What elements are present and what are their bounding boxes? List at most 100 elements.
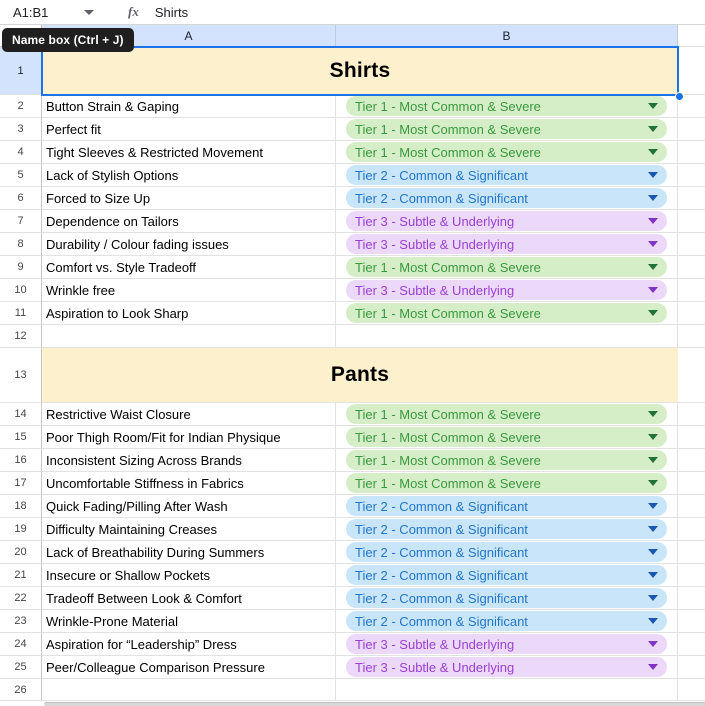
cell-label[interactable]: Inconsistent Sizing Across Brands xyxy=(42,449,336,472)
cell-label[interactable]: Uncomfortable Stiffness in Fabrics xyxy=(42,472,336,495)
cell-tier[interactable]: Tier 2 - Common & Significant xyxy=(336,564,678,587)
cell-tier[interactable]: Tier 1 - Most Common & Severe xyxy=(336,256,678,279)
cell-label[interactable]: Insecure or Shallow Pockets xyxy=(42,564,336,587)
chevron-down-icon[interactable] xyxy=(648,126,658,132)
tier-dropdown-chip[interactable]: Tier 1 - Most Common & Severe xyxy=(346,450,667,470)
tier-dropdown-chip[interactable]: Tier 2 - Common & Significant xyxy=(346,519,667,539)
tier-dropdown-chip[interactable]: Tier 1 - Most Common & Severe xyxy=(346,404,667,424)
tier-dropdown-chip[interactable]: Tier 1 - Most Common & Severe xyxy=(346,303,667,323)
cell-label[interactable]: Difficulty Maintaining Creases xyxy=(42,518,336,541)
tier-dropdown-chip[interactable]: Tier 2 - Common & Significant xyxy=(346,588,667,608)
tier-dropdown-chip[interactable]: Tier 1 - Most Common & Severe xyxy=(346,473,667,493)
cell-label[interactable]: Tight Sleeves & Restricted Movement xyxy=(42,141,336,164)
row-header[interactable]: 20 xyxy=(0,541,42,564)
chevron-down-icon[interactable] xyxy=(648,310,658,316)
row-header[interactable]: 19 xyxy=(0,518,42,541)
cell-tier[interactable]: Tier 2 - Common & Significant xyxy=(336,541,678,564)
cell-label[interactable]: Restrictive Waist Closure xyxy=(42,403,336,426)
row-header[interactable]: 23 xyxy=(0,610,42,633)
tier-dropdown-chip[interactable]: Tier 2 - Common & Significant xyxy=(346,496,667,516)
row-header[interactable]: 21 xyxy=(0,564,42,587)
cell-tier[interactable]: Tier 1 - Most Common & Severe xyxy=(336,403,678,426)
row-header[interactable]: 10 xyxy=(0,279,42,302)
chevron-down-icon[interactable] xyxy=(648,287,658,293)
cell-tier[interactable] xyxy=(336,679,678,701)
row-header[interactable]: 1 xyxy=(0,47,42,95)
row-header[interactable]: 2 xyxy=(0,95,42,118)
tier-dropdown-chip[interactable]: Tier 2 - Common & Significant xyxy=(346,611,667,631)
tier-dropdown-chip[interactable]: Tier 2 - Common & Significant xyxy=(346,165,667,185)
cell-tier[interactable]: Tier 1 - Most Common & Severe xyxy=(336,302,678,325)
row-header[interactable]: 15 xyxy=(0,426,42,449)
row-header[interactable]: 13 xyxy=(0,348,42,403)
cell-label[interactable]: Wrinkle free xyxy=(42,279,336,302)
cell-tier[interactable]: Tier 3 - Subtle & Underlying xyxy=(336,656,678,679)
chevron-down-icon[interactable] xyxy=(648,241,658,247)
chevron-down-icon[interactable] xyxy=(648,503,658,509)
chevron-down-icon[interactable] xyxy=(648,526,658,532)
cell-label[interactable]: Comfort vs. Style Tradeoff xyxy=(42,256,336,279)
chevron-down-icon[interactable] xyxy=(648,195,658,201)
row-header[interactable]: 14 xyxy=(0,403,42,426)
tier-dropdown-chip[interactable]: Tier 1 - Most Common & Severe xyxy=(346,427,667,447)
chevron-down-icon[interactable] xyxy=(648,664,658,670)
row-header[interactable]: 22 xyxy=(0,587,42,610)
fill-handle[interactable] xyxy=(675,92,684,101)
tier-dropdown-chip[interactable]: Tier 2 - Common & Significant xyxy=(346,542,667,562)
row-header[interactable]: 7 xyxy=(0,210,42,233)
cell-tier[interactable]: Tier 2 - Common & Significant xyxy=(336,610,678,633)
chevron-down-icon[interactable] xyxy=(648,172,658,178)
row-header[interactable]: 16 xyxy=(0,449,42,472)
cell-tier[interactable]: Tier 3 - Subtle & Underlying xyxy=(336,279,678,302)
cell-label[interactable]: Lack of Stylish Options xyxy=(42,164,336,187)
chevron-down-icon[interactable] xyxy=(648,411,658,417)
row-header[interactable]: 8 xyxy=(0,233,42,256)
cell-tier[interactable]: Tier 1 - Most Common & Severe xyxy=(336,118,678,141)
cell-tier[interactable]: Tier 1 - Most Common & Severe xyxy=(336,141,678,164)
chevron-down-icon[interactable] xyxy=(84,9,94,15)
section-title-cell[interactable]: Pants xyxy=(42,348,678,403)
formula-input[interactable]: Shirts xyxy=(154,4,189,20)
chevron-down-icon[interactable] xyxy=(648,103,658,109)
row-header[interactable]: 4 xyxy=(0,141,42,164)
column-header-b[interactable]: B xyxy=(336,25,678,47)
cell-tier[interactable]: Tier 1 - Most Common & Severe xyxy=(336,472,678,495)
cell-tier[interactable]: Tier 2 - Common & Significant xyxy=(336,187,678,210)
cell-tier[interactable]: Tier 3 - Subtle & Underlying xyxy=(336,633,678,656)
cell-label[interactable]: Tradeoff Between Look & Comfort xyxy=(42,587,336,610)
chevron-down-icon[interactable] xyxy=(648,149,658,155)
row-header[interactable]: 24 xyxy=(0,633,42,656)
row-header[interactable]: 11 xyxy=(0,302,42,325)
cell-tier[interactable]: Tier 3 - Subtle & Underlying xyxy=(336,233,678,256)
row-header[interactable]: 25 xyxy=(0,656,42,679)
cell-label[interactable] xyxy=(42,679,336,701)
cell-tier[interactable]: Tier 2 - Common & Significant xyxy=(336,587,678,610)
chevron-down-icon[interactable] xyxy=(648,264,658,270)
tier-dropdown-chip[interactable]: Tier 2 - Common & Significant xyxy=(346,188,667,208)
chevron-down-icon[interactable] xyxy=(648,457,658,463)
tier-dropdown-chip[interactable]: Tier 1 - Most Common & Severe xyxy=(346,257,667,277)
cell-label[interactable]: Wrinkle-Prone Material xyxy=(42,610,336,633)
cell-label[interactable]: Durability / Colour fading issues xyxy=(42,233,336,256)
section-title-cell[interactable]: Shirts xyxy=(42,47,678,95)
tier-dropdown-chip[interactable]: Tier 1 - Most Common & Severe xyxy=(346,142,667,162)
cell-label[interactable]: Perfect fit xyxy=(42,118,336,141)
horizontal-scrollbar[interactable] xyxy=(44,702,705,706)
cell-tier[interactable]: Tier 2 - Common & Significant xyxy=(336,164,678,187)
cell-tier[interactable]: Tier 1 - Most Common & Severe xyxy=(336,426,678,449)
chevron-down-icon[interactable] xyxy=(648,641,658,647)
row-header[interactable]: 17 xyxy=(0,472,42,495)
tier-dropdown-chip[interactable]: Tier 1 - Most Common & Severe xyxy=(346,119,667,139)
tier-dropdown-chip[interactable]: Tier 3 - Subtle & Underlying xyxy=(346,280,667,300)
cell-label[interactable]: Quick Fading/Pilling After Wash xyxy=(42,495,336,518)
cell-tier[interactable]: Tier 1 - Most Common & Severe xyxy=(336,95,678,118)
row-header[interactable]: 9 xyxy=(0,256,42,279)
name-box[interactable]: A1:B1 xyxy=(0,0,100,24)
chevron-down-icon[interactable] xyxy=(648,434,658,440)
chevron-down-icon[interactable] xyxy=(648,618,658,624)
row-header[interactable]: 5 xyxy=(0,164,42,187)
cell-tier[interactable]: Tier 2 - Common & Significant xyxy=(336,518,678,541)
row-header[interactable]: 12 xyxy=(0,325,42,348)
cell-tier[interactable]: Tier 1 - Most Common & Severe xyxy=(336,449,678,472)
cell-label[interactable]: Dependence on Tailors xyxy=(42,210,336,233)
